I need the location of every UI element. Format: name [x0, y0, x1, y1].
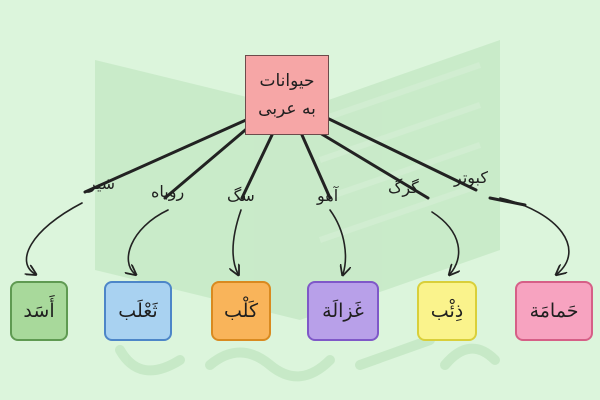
line-to-kabutar: [325, 116, 478, 192]
box-thalab-text: ثَعْلَب: [118, 300, 158, 322]
arrow-to-ghazala: [329, 209, 345, 274]
line-to-shir: [83, 118, 248, 194]
root-node: حیوانات به عربی: [245, 55, 329, 135]
root-title-line2: به عربی: [258, 99, 316, 119]
box-hamama: حَمامَة: [515, 281, 593, 341]
label-ahu: آهو: [317, 186, 339, 205]
box-thalab: ثَعْلَب: [104, 281, 172, 341]
line-to-gorg: [313, 128, 430, 200]
label-sag: سگ: [227, 186, 255, 205]
label-rubah: روباه: [151, 182, 185, 201]
arrow-to-asad: [26, 202, 83, 274]
box-kalb: كَلْب: [211, 281, 271, 341]
box-asad: أَسَد: [10, 281, 68, 341]
arrow-to-kalb: [233, 209, 242, 274]
arrow-to-thalab: [128, 209, 169, 274]
arrow-to-dhib: [431, 211, 459, 274]
line-to-sag: [240, 133, 274, 200]
box-asad-text: أَسَد: [23, 300, 55, 322]
box-kalb-text: كَلْب: [224, 300, 258, 322]
box-ghazala-text: غَزالَة: [322, 300, 364, 322]
line-to-ahu: [300, 133, 332, 200]
box-ghazala: غَزالَة: [307, 281, 379, 341]
line-to-rubah: [163, 124, 252, 200]
box-dhib: ذِئْب: [417, 281, 477, 341]
label-shir: شیر: [88, 174, 116, 193]
label-kabutar: کبوتر: [454, 168, 488, 187]
root-title-line1: حیوانات: [259, 71, 315, 91]
arrow-to-hamama: [499, 197, 570, 274]
box-dhib-text: ذِئْب: [430, 300, 464, 322]
box-hamama-text: حَمامَة: [529, 300, 579, 322]
label-gorg: گرگ: [388, 178, 419, 197]
